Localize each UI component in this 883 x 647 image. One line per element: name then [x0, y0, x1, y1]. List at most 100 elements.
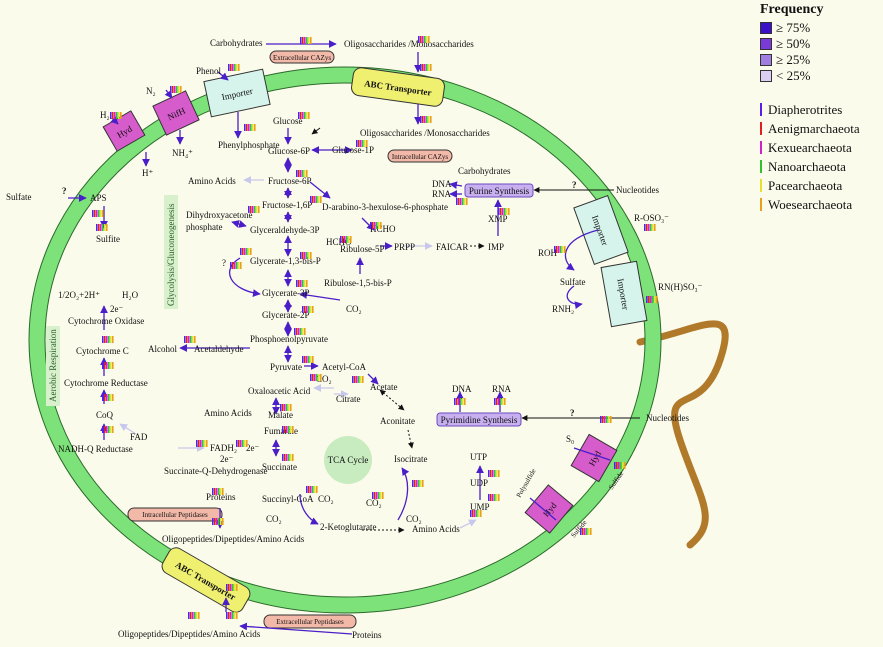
- frequency-bar: [300, 328, 302, 335]
- label-prpp: PRPP: [394, 242, 415, 252]
- label-arabino: D-arabino-3-hexulose-6-phosphate: [322, 202, 448, 212]
- black-arrows: [311, 127, 640, 533]
- frequency-bar: [190, 336, 192, 343]
- label-oligopep-in: Oligopeptides/Dipeptides/Amino Acids: [162, 534, 305, 544]
- frequency-bar: [106, 362, 108, 369]
- frequency-bar: [282, 404, 284, 411]
- label-rooso3: R-OSO₃⁻: [634, 213, 669, 223]
- frequency-bar: [226, 612, 228, 619]
- intracellular-peptidases-box: Intracellular Peptidases: [127, 507, 223, 522]
- svg-text:Aerobic Respiration: Aerobic Respiration: [48, 329, 58, 402]
- frequency-bar: [562, 246, 564, 253]
- frequency-bar: [426, 64, 428, 71]
- frequency-bar: [194, 612, 196, 619]
- frequency-bar: [584, 528, 586, 535]
- frequency-bar: [198, 440, 200, 447]
- label-sulfite: Sulfite: [96, 234, 120, 244]
- frequency-bar: [380, 222, 382, 229]
- intracellular-cazys-box: Intracellular CAZys: [387, 149, 453, 163]
- frequency-bar: [236, 64, 238, 71]
- frequency-bar: [284, 454, 286, 461]
- legend-level: ≥ 50%: [760, 36, 882, 52]
- frequency-bar: [250, 248, 252, 255]
- cell-membrane-outline-inner: [44, 82, 646, 598]
- frequency-bar: [102, 426, 104, 433]
- frequency-bar: [218, 488, 220, 495]
- tca-cycle-circle: TCA Cycle: [324, 436, 372, 484]
- gene-frequency-glyphs: [92, 36, 658, 619]
- label-ketoglutarate: 2-Ketoglutarate: [320, 522, 376, 532]
- frequency-bar: [476, 510, 478, 517]
- frequency-bar: [188, 612, 190, 619]
- frequency-bar: [114, 112, 116, 119]
- label-co2-1: CO₂: [346, 304, 362, 314]
- frequency-bar: [296, 170, 298, 177]
- frequency-bar: [420, 36, 422, 43]
- frequency-bar: [616, 462, 618, 469]
- frequency-bar: [422, 116, 424, 123]
- label-nucleotides2: Nucleotides: [646, 413, 689, 423]
- frequency-bar: [360, 376, 362, 383]
- frequency-bar: [296, 328, 298, 335]
- frequency-bar: [110, 362, 112, 369]
- frequency-bar: [110, 336, 112, 343]
- frequency-bar: [192, 612, 194, 619]
- frequency-bar: [304, 37, 306, 44]
- frequency-bar: [300, 112, 302, 119]
- frequency-bar: [176, 86, 178, 93]
- frequency-bar: [554, 246, 556, 253]
- frequency-bar: [192, 336, 194, 343]
- frequency-bar: [342, 236, 344, 243]
- frequency-bar: [304, 356, 306, 363]
- frequency-bar: [358, 376, 360, 383]
- frequency-bar: [462, 398, 464, 405]
- frequency-bar: [378, 222, 380, 229]
- frequency-bar: [234, 64, 236, 71]
- frequency-bar: [426, 36, 428, 43]
- frequency-bar: [428, 36, 430, 43]
- frequency-bar: [236, 584, 238, 591]
- label-glucose: Glucose: [273, 116, 303, 126]
- frequency-bar: [312, 486, 314, 493]
- legend-phylum: Nanoarchaeota: [760, 157, 882, 176]
- frequency-bar: [290, 404, 292, 411]
- purine-synthesis-box: Purine Synthesis: [464, 183, 534, 198]
- frequency-bar: [240, 262, 242, 269]
- frequency-bar: [222, 488, 224, 495]
- legend-phylum: Aenigmarchaeota: [760, 119, 882, 138]
- extracellular-peptidases-box: Extracellular Peptidases: [263, 614, 357, 629]
- frequency-bar: [356, 376, 358, 383]
- frequency-bar: [422, 64, 424, 71]
- frequency-bar: [310, 306, 312, 313]
- frequency-bar: [474, 510, 476, 517]
- frequency-bar: [288, 426, 290, 433]
- frequency-bar: [556, 246, 558, 253]
- label-glycerate13bp: Glycerate-1,3-bis-P: [250, 256, 321, 266]
- label-qmark2: ?: [570, 408, 575, 418]
- phylum-bar: [760, 160, 762, 173]
- frequency-bar: [358, 140, 360, 147]
- label-carbohydrates-in: Carbohydrates: [458, 166, 511, 176]
- legend-title: Frequency: [760, 2, 824, 17]
- pyrimidine-synthesis-box: Pyrimidine Synthesis: [436, 412, 522, 427]
- label-fructose16p: Fructose-1,6P: [262, 200, 312, 210]
- label-cyt-oxidase: Cytochrome Oxidase: [68, 316, 144, 326]
- frequency-bar: [246, 248, 248, 255]
- frequency-bar: [500, 208, 502, 215]
- frequency-bar: [230, 262, 232, 269]
- svg-text:TCA Cycle: TCA Cycle: [328, 455, 369, 465]
- frequency-bar: [488, 470, 490, 477]
- frequency-bar: [308, 306, 310, 313]
- frequency-bar: [108, 362, 110, 369]
- frequency-bar: [188, 336, 190, 343]
- frequency-bar: [304, 306, 306, 313]
- frequency-bar: [464, 198, 466, 205]
- frequency-bar: [286, 454, 288, 461]
- frequency-bar: [218, 518, 220, 525]
- phyla-legend: Diapherotrites Aenigmarchaeota Kexuearch…: [760, 100, 882, 214]
- label-succinate-q: Succinate-Q-Dehydrogenase: [164, 466, 267, 476]
- frequency-bar: [106, 336, 108, 343]
- frequency-bar: [644, 224, 646, 231]
- frequency-bar: [652, 224, 654, 231]
